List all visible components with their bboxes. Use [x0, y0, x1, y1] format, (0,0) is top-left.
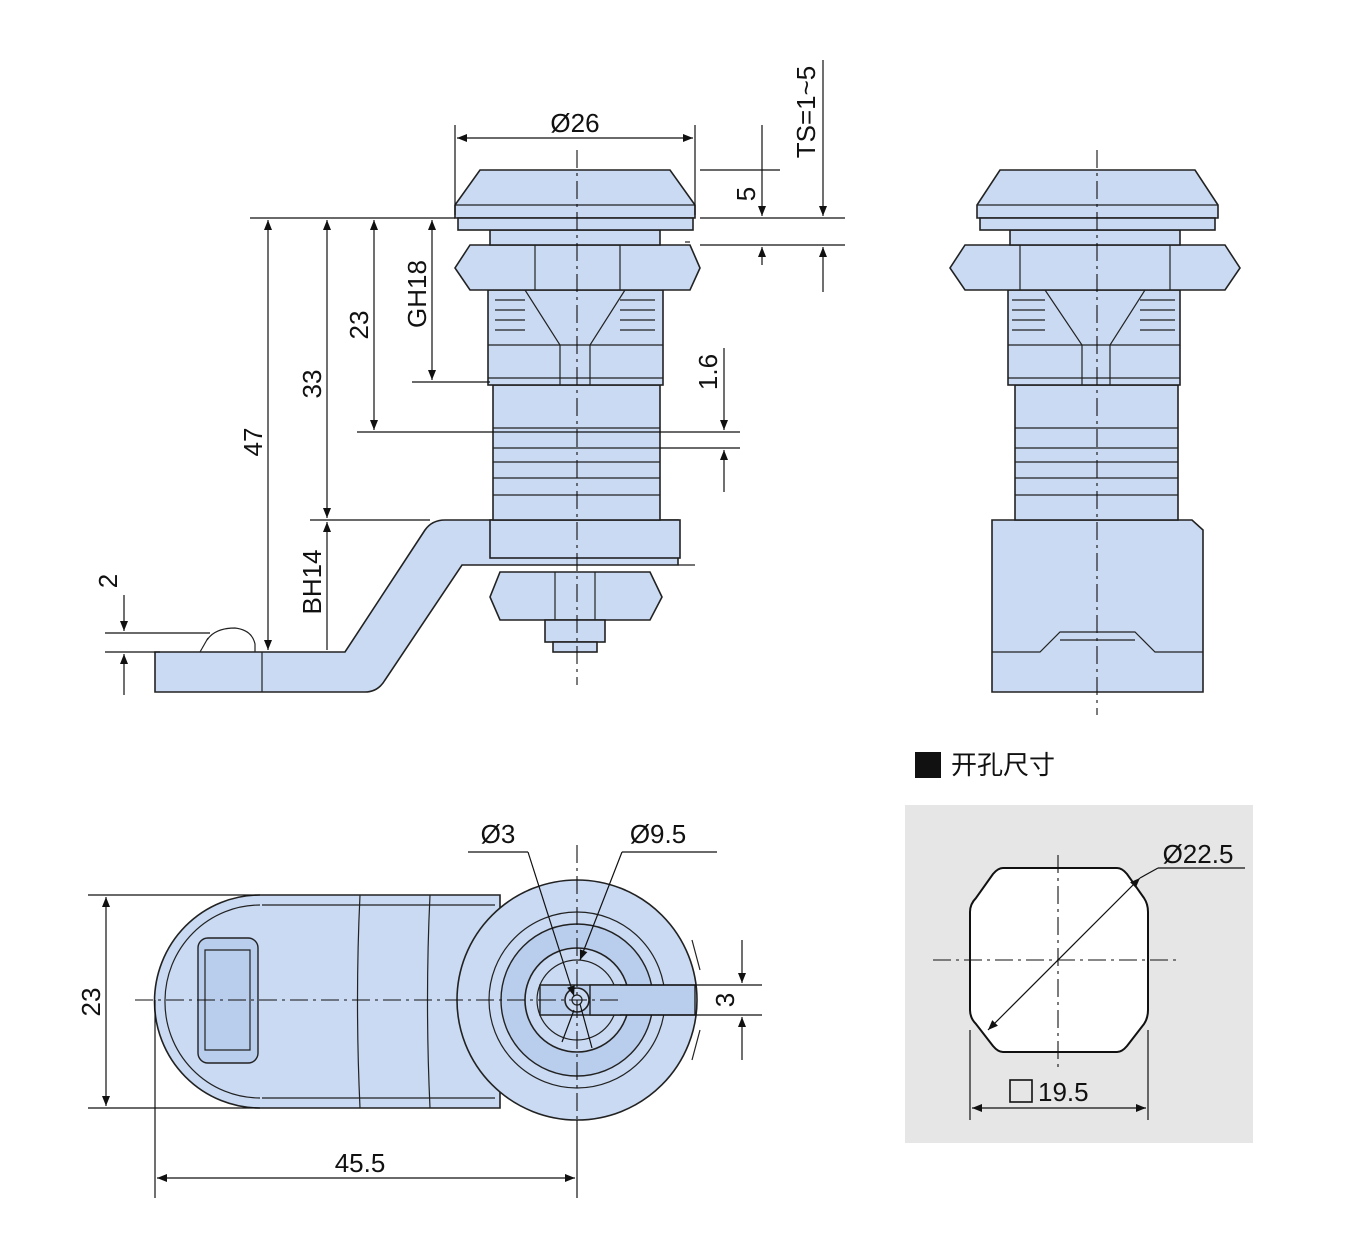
dim-flange-height: 5: [731, 187, 761, 201]
dim-slot-width: 3: [710, 993, 740, 1007]
lock-head: [454, 169, 696, 219]
dim-core-diameter: Ø9.5: [630, 819, 686, 849]
bottom-dimensions: Ø3 Ø9.5 3 23 45.5: [76, 819, 762, 1198]
dim-cutout-square: 19.5: [1038, 1077, 1089, 1107]
dim-ts: TS=1~5: [791, 66, 821, 159]
threaded-shank: [487, 289, 664, 386]
dim-gh: GH18: [402, 260, 432, 328]
dim-top-diameter: Ø26: [550, 108, 599, 138]
dim-cam-length: 45.5: [335, 1148, 386, 1178]
front-view: [154, 150, 701, 693]
bottom-nut: [489, 571, 663, 621]
title-square-icon: [915, 752, 941, 778]
dim-bh: BH14: [297, 549, 327, 614]
dim-height-23: 23: [344, 311, 374, 340]
square-symbol-icon: [1009, 1079, 1033, 1103]
cutout-section: 开孔尺寸 Ø22.5 19.5: [905, 751, 1253, 1143]
side-view: [949, 150, 1241, 715]
dim-cam-thickness: 2: [93, 574, 123, 588]
cutout-title: 开孔尺寸: [951, 751, 1055, 781]
dim-gap: 1.6: [693, 354, 723, 390]
dim-cutout-diameter: Ø22.5: [1163, 839, 1234, 869]
bottom-view: [135, 845, 701, 1121]
dim-pin-diameter: Ø3: [481, 819, 516, 849]
dim-cam-width: 23: [76, 988, 106, 1017]
dim-height-33: 33: [297, 370, 327, 399]
collar: [489, 519, 681, 559]
side-nut: [949, 244, 1241, 291]
dim-total-height: 47: [238, 428, 268, 457]
front-dimensions: Ø26 5 TS=1~5 47 33 23 GH18 1.6: [93, 60, 845, 695]
